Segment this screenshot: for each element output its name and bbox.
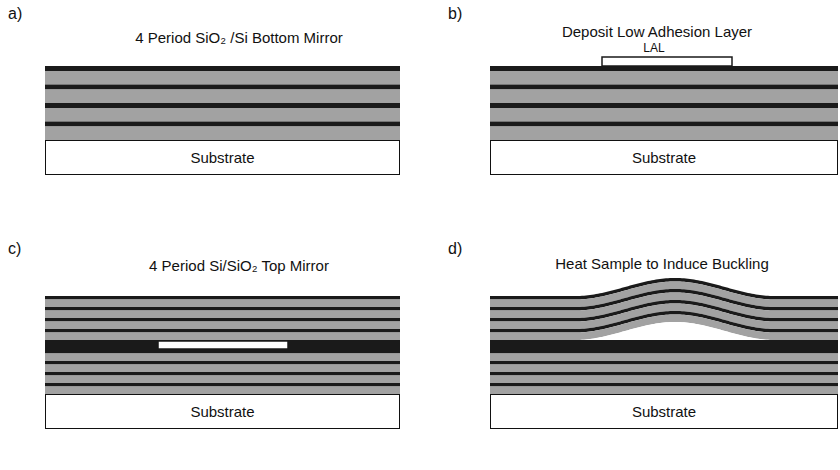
bottom-mirror-dark-layer [45,361,400,365]
top-mirror-grey-layer [45,333,400,341]
substrate-label: Substrate [190,403,254,420]
bottom-mirror-grey-layer [45,354,400,362]
bottom-mirror-dark-layer [45,66,400,71]
bottom-mirror-grey-layer [45,127,400,141]
bottom-mirror-grey-layer [45,90,400,104]
bottom-mirror-dark-layer [490,103,838,108]
low-adhesion-layer [602,57,732,66]
bottom-mirror-grey-layer [45,71,400,85]
buckle-void [490,322,838,340]
bottom-mirror-dark-layer [490,85,838,90]
substrate-box: Substrate [490,394,838,429]
bottom-mirror-dark-layer [45,122,400,127]
top-mirror-grey-layer [490,315,838,340]
bottom-mirror-grey-layer [490,90,838,104]
top-mirror-dark-layer [45,329,400,333]
bottom-mirror-dark-layer [45,350,400,354]
panel-c-stack [45,296,400,394]
step-title: 4 Period Si/SiO₂ Top Mirror [149,258,329,275]
bottom-mirror-dark-layer [490,372,838,376]
panel-a-stack [45,66,400,140]
bottom-mirror-grey-layer [45,376,400,384]
panel-letter: a) [8,5,22,23]
top-mirror-dark-layer [45,318,400,322]
panel-letter: c) [8,240,21,258]
bottom-mirror-grey-layer [490,354,838,362]
panel-letter: b) [448,5,462,23]
bottom-mirror-dark-layer [45,85,400,90]
bottom-mirror-grey-layer [490,387,838,395]
bottom-mirror-grey-layer [490,108,838,122]
substrate-label: Substrate [632,149,696,166]
bottom-mirror-dark-layer [45,383,400,387]
low-adhesion-layer [158,341,288,349]
bottom-mirror-dark-layer [490,350,838,354]
bottom-mirror-grey-layer [45,365,400,373]
bottom-mirror-grey-layer [490,365,838,373]
bottom-mirror-dark-layer [490,361,838,365]
layer-label: LAL [643,42,664,55]
substrate-label: Substrate [632,403,696,420]
substrate-box: Substrate [45,140,400,175]
top-mirror-dark-layer [45,307,400,311]
substrate-label: Substrate [190,149,254,166]
bottom-mirror-dark-layer [490,122,838,127]
step-title: Deposit Low Adhesion Layer [562,24,752,41]
bottom-mirror-dark-layer [490,383,838,387]
bottom-mirror-dark-layer [45,372,400,376]
panel-b-stack [490,57,838,140]
top-mirror-dark-layer [45,296,400,300]
bottom-mirror-grey-layer [45,387,400,395]
bottom-mirror-grey-layer [45,108,400,122]
substrate-box: Substrate [490,140,838,175]
spacer-layer [490,340,838,350]
bottom-mirror-grey-layer [490,71,838,85]
top-mirror-grey-layer [45,311,400,319]
top-mirror-grey-layer [45,300,400,308]
step-title: Heat Sample to Induce Buckling [555,256,768,273]
bottom-mirror-grey-layer [490,376,838,384]
bottom-mirror-grey-layer [490,127,838,141]
spacer-layer [45,340,400,350]
step-title: 4 Period SiO₂ /Si Bottom Mirror [135,30,343,47]
top-mirror-grey-layer [45,322,400,330]
bottom-mirror-dark-layer [45,103,400,108]
panel-letter: d) [448,240,462,258]
substrate-box: Substrate [45,394,400,429]
panel-d-stack [490,278,838,394]
